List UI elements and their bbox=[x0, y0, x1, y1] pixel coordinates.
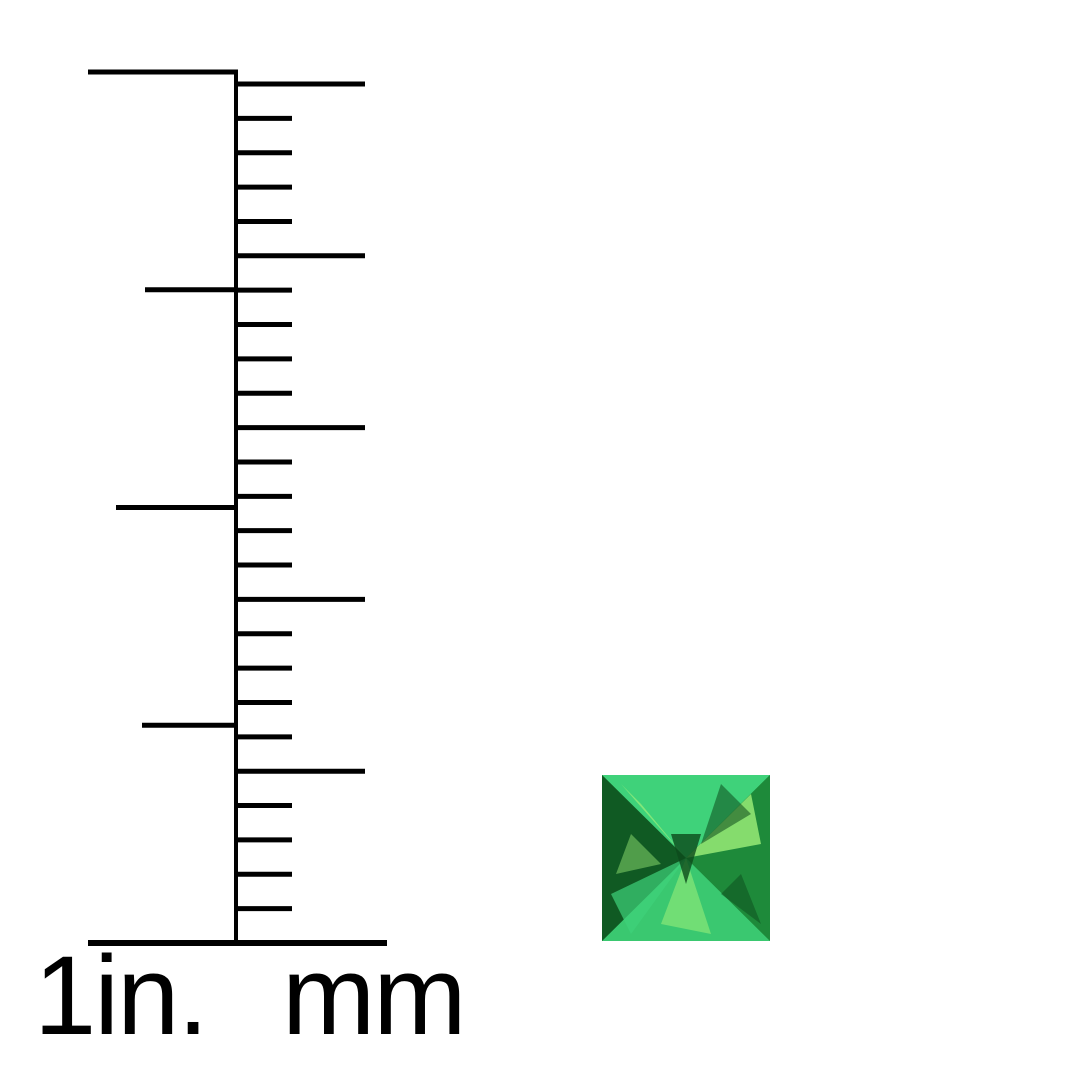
gem-facet-dark-1 bbox=[701, 784, 751, 844]
gem-facet-dark-2 bbox=[721, 874, 761, 924]
gem-culet bbox=[671, 834, 701, 884]
mm-label: mm bbox=[282, 933, 467, 1058]
gem-facet-sparkle-3 bbox=[661, 858, 711, 934]
gem-facet-sparkle-5 bbox=[616, 834, 661, 874]
gem-facet-sparkle-1 bbox=[621, 784, 686, 858]
inch-label: 1in. bbox=[34, 933, 209, 1058]
gem-facet-sparkle-4 bbox=[611, 858, 686, 934]
gemstone-icon bbox=[602, 775, 770, 941]
